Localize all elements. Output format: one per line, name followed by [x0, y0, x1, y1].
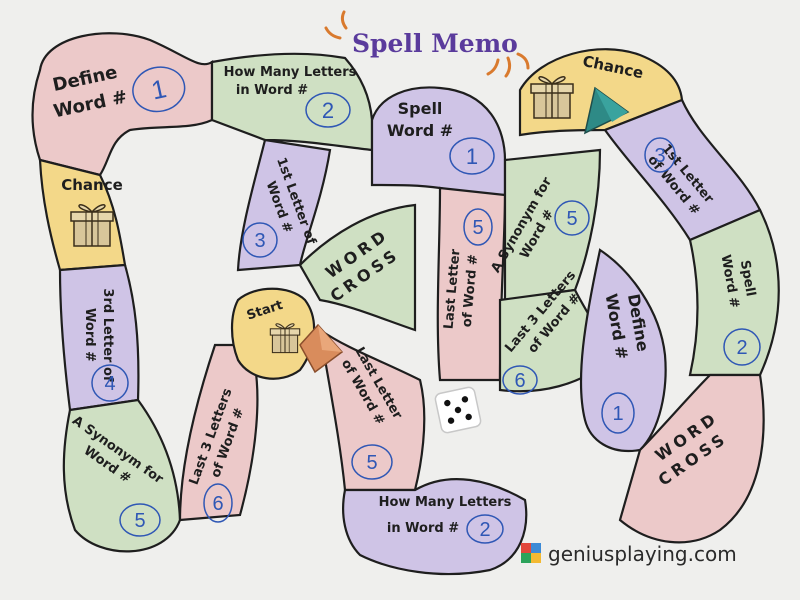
space-label-line-1: 3rd Letter of: [100, 288, 115, 382]
number-circle: [601, 392, 635, 434]
number-circle: [463, 208, 493, 246]
space-number-5-left: 5: [119, 503, 161, 537]
space-number-6-left: 6: [203, 483, 233, 523]
die[interactable]: [434, 386, 482, 434]
space-label-line-2: in Word #: [236, 83, 308, 98]
number-circle: [132, 66, 186, 113]
number-circle: [203, 483, 233, 523]
space-how-many-letters-2[interactable]: How Many Letters in Word # 2: [224, 65, 357, 128]
space-chance-left[interactable]: Chance: [61, 176, 123, 247]
space-number: 2: [322, 98, 334, 123]
space-label-line-1: Spell: [398, 99, 443, 118]
space-spell-1[interactable]: Spell Word # 1: [387, 99, 495, 175]
game-title: Spell Memo: [324, 10, 530, 78]
space-number-5-lower: 5: [351, 444, 393, 480]
number-circle: [554, 200, 590, 236]
title-sparkle-icon: [324, 10, 530, 78]
title-text: Spell Memo: [352, 29, 518, 58]
number-circle: [119, 503, 161, 537]
track-segment-how-many-letters-2: [210, 52, 374, 152]
track-segment-how-many-letters-2-bottom: [342, 478, 528, 576]
space-number: 5: [366, 452, 377, 474]
space-number: 2: [479, 519, 490, 541]
track-segment-first-letter-3: [236, 138, 332, 272]
space-number: 1: [612, 403, 623, 425]
number-circle: [351, 444, 393, 480]
track-segment-last-letter-5-lower: [318, 327, 426, 492]
space-number: 6: [212, 493, 223, 515]
space-label-line-1: Last Letter: [442, 248, 464, 330]
track-segment-synonym-5-left: [62, 398, 182, 553]
space-number: 5: [472, 217, 483, 239]
number-circle: [242, 222, 278, 258]
space-label-line-1: Spell: [737, 259, 758, 297]
space-label-line-1: How Many Letters: [379, 495, 512, 510]
track-segment-word-cross-left: [298, 203, 417, 332]
space-number-2-right: 2: [723, 328, 761, 366]
number-circle: [449, 137, 495, 175]
space-label: Chance: [61, 176, 123, 194]
number-circle: [502, 365, 538, 395]
space-number-3-right: 3: [644, 137, 676, 173]
brand: geniusplaying.com: [521, 542, 737, 566]
orange-pawn[interactable]: [299, 323, 344, 374]
genius-playing-logo-icon: [521, 543, 541, 563]
number-circle: [305, 92, 351, 128]
space-last-letter-5-center[interactable]: Last Letter of Word #: [442, 248, 482, 331]
track-segment-word-cross-right: [618, 373, 765, 544]
space-number: 1: [149, 73, 169, 105]
space-number: 3: [254, 230, 265, 252]
space-number-4: 4: [91, 364, 129, 402]
space-third-letter-4[interactable]: 3rd Letter of Word #: [82, 288, 115, 382]
space-number: 3: [654, 145, 665, 167]
space-label-line-2: Word #: [387, 121, 453, 140]
space-label-line-2: of Word #: [460, 254, 481, 328]
number-circle: [466, 514, 504, 544]
space-number: 6: [514, 370, 525, 392]
number-circle: [91, 364, 129, 402]
green-pawn[interactable]: [583, 86, 630, 135]
space-number-3-left: 3: [242, 222, 278, 258]
space-number: 5: [134, 510, 145, 532]
number-circle: [644, 137, 676, 173]
space-how-many-letters-2-bottom[interactable]: How Many Letters in Word # 2: [379, 495, 512, 544]
space-number: 1: [466, 144, 478, 169]
space-label-line-2: in Word #: [387, 521, 459, 536]
space-number-1-right: 1: [601, 392, 635, 434]
brand-text: geniusplaying.com: [548, 542, 737, 566]
space-number: 5: [566, 208, 577, 230]
space-number-5-center: 5: [463, 208, 493, 246]
space-label-line-2: Word #: [82, 308, 97, 362]
space-number: 2: [736, 337, 747, 359]
space-number: 4: [104, 373, 115, 395]
number-circle: [723, 328, 761, 366]
track-segment-define-1: [31, 32, 214, 177]
space-label-line-1: How Many Letters: [224, 65, 357, 80]
space-number-5-right: 5: [554, 200, 590, 236]
space-number-6-right: 6: [502, 365, 538, 395]
